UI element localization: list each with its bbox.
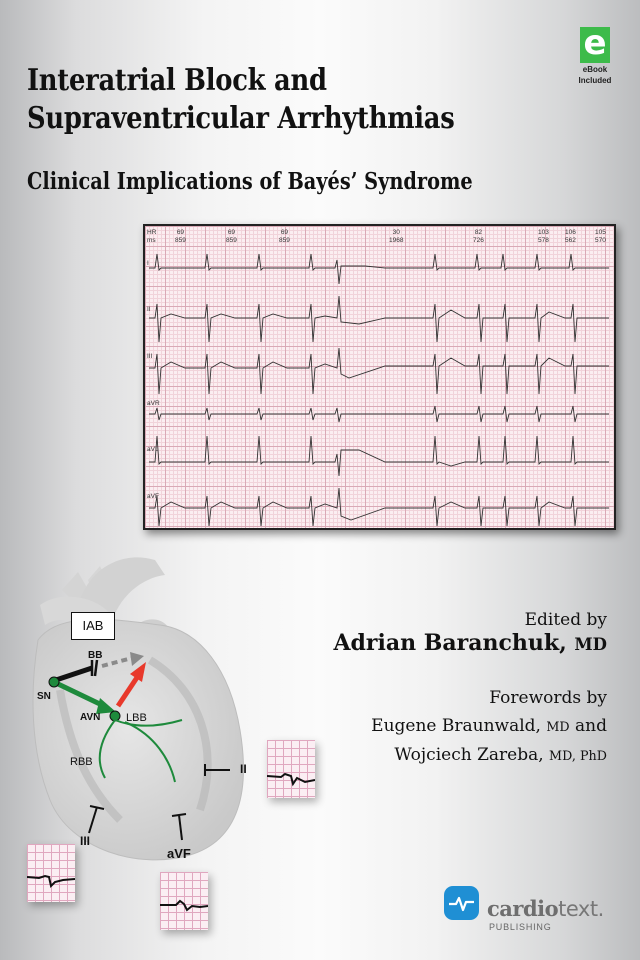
foreword1-name: Eugene Braunwald, <box>371 716 541 736</box>
forewords-by-label: Forewords by <box>489 688 607 708</box>
bb-label: BB <box>88 650 103 661</box>
ms-label: ms <box>147 237 156 244</box>
editor-name-text: Adrian Baranchuk, <box>333 630 567 656</box>
title-line-2: Supraventricular Arrhythmias <box>27 101 455 136</box>
foreword-author-2: Wojciech Zareba, MD, PhD <box>394 745 607 765</box>
foreword1-degree: MD <box>546 720 570 735</box>
lbb-label: LBB <box>126 712 147 724</box>
lead-ii-label: II <box>240 762 247 776</box>
lead-avf-ecg-snippet <box>160 872 209 930</box>
lead-avf-label: aVF <box>167 846 191 861</box>
lead-label-avf: aVF <box>147 493 159 500</box>
hr-label: HR <box>147 229 157 236</box>
avn-label: AVN <box>80 712 101 723</box>
cardiotext-heartbeat-icon <box>444 886 479 920</box>
edited-by-label: Edited by <box>524 610 607 630</box>
ebook-label-1: eBook <box>582 65 608 74</box>
foreword2-name: Wojciech Zareba, <box>394 745 544 765</box>
publisher-tagline: PUBLISHING <box>489 922 552 932</box>
lead-label-i: I <box>147 260 149 267</box>
heart-conduction-diagram: IAB BB SN AVN LBB RBB II III aVF <box>0 550 330 960</box>
lead-label-avl: aVL <box>147 446 159 453</box>
heart-illustration <box>32 557 244 861</box>
ecg-traces <box>149 253 609 527</box>
ebook-label-2: Included <box>578 76 612 85</box>
lead-label-avr: aVR <box>147 400 160 407</box>
lead-ii-ecg-snippet <box>266 740 316 798</box>
iab-label-box: IAB <box>71 612 115 640</box>
ecg-header-labels: HR ms <box>147 229 156 245</box>
foreword1-suffix: and <box>575 716 607 736</box>
foreword-author-1: Eugene Braunwald, MD and <box>371 716 607 736</box>
foreword2-degree: MD, PhD <box>549 749 607 764</box>
lead-iii-label: III <box>80 834 91 848</box>
editor-name: Adrian Baranchuk, MD <box>333 630 607 656</box>
publisher-name: cardiotext. <box>487 896 604 921</box>
title-line-1: Interatrial Block and <box>27 63 327 98</box>
rbb-label: RBB <box>70 756 93 768</box>
lead-label-iii: III <box>147 353 153 360</box>
sn-label: SN <box>37 691 51 702</box>
lead-label-ii: II <box>147 306 151 313</box>
book-subtitle: Clinical Implications of Bayés’ Syndrome <box>27 168 473 195</box>
ebook-icon: e <box>580 26 610 63</box>
book-title: Interatrial Block and Supraventricular A… <box>27 62 455 138</box>
ebook-badge: e eBook Included <box>575 26 615 85</box>
editor-degree: MD <box>574 635 607 654</box>
lead-iii-ecg-snippet <box>26 844 76 902</box>
